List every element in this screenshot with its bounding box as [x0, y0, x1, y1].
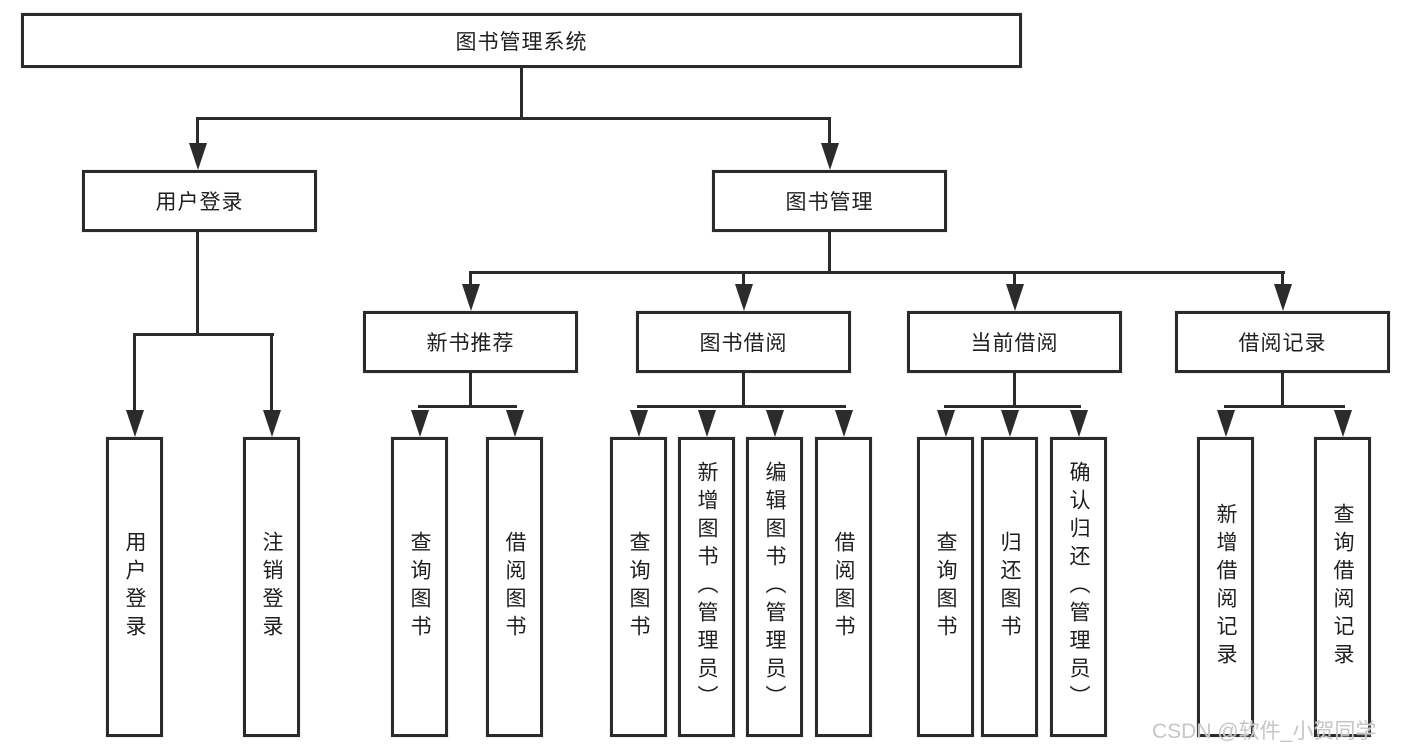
connector: [469, 271, 1285, 274]
connector: [1013, 373, 1016, 408]
leaf-add-books-admin: 新增图书（管理员）: [678, 437, 735, 737]
arrow-down-icon: [1274, 284, 1292, 311]
arrow-down-icon: [1006, 284, 1024, 311]
arrow-down-icon: [698, 410, 716, 437]
arrow-down-icon: [630, 410, 648, 437]
connector: [1281, 373, 1284, 408]
arrow-down-icon: [766, 410, 784, 437]
node-user-login: 用户登录: [82, 170, 317, 232]
node-current-borrow: 当前借阅: [907, 311, 1122, 373]
connector: [828, 117, 831, 147]
arrow-down-icon: [263, 410, 281, 437]
leaf-query-borrow-record: 查询借阅记录: [1314, 437, 1371, 737]
arrow-down-icon: [1001, 410, 1019, 437]
leaf-query-books-3: 查询图书: [917, 437, 974, 737]
connector: [1224, 405, 1345, 408]
arrow-down-icon: [735, 284, 753, 311]
node-new-book-recommend: 新书推荐: [363, 311, 578, 373]
connector: [1281, 271, 1284, 287]
arrow-down-icon: [835, 410, 853, 437]
connector: [469, 373, 472, 408]
connector: [742, 373, 745, 408]
arrow-down-icon: [411, 410, 429, 437]
leaf-return-books: 归还图书: [981, 437, 1038, 737]
leaf-borrow-books-1: 借阅图书: [486, 437, 543, 737]
connector: [270, 333, 273, 413]
connector: [196, 117, 199, 147]
arrow-down-icon: [821, 143, 839, 170]
node-library-system: 图书管理系统: [21, 13, 1022, 68]
connector: [637, 405, 846, 408]
leaf-query-books-2: 查询图书: [610, 437, 667, 737]
leaf-query-books-1: 查询图书: [391, 437, 448, 737]
connector: [133, 333, 136, 413]
connector: [418, 405, 517, 408]
arrow-down-icon: [1334, 410, 1352, 437]
leaf-borrow-books-2: 借阅图书: [815, 437, 872, 737]
arrow-down-icon: [937, 410, 955, 437]
leaf-confirm-return-admin: 确认归还（管理员）: [1050, 437, 1107, 737]
arrow-down-icon: [126, 410, 144, 437]
arrow-down-icon: [1217, 410, 1235, 437]
connector: [469, 271, 472, 287]
connector: [742, 271, 745, 287]
connector: [196, 117, 831, 120]
node-borrow-records: 借阅记录: [1175, 311, 1390, 373]
arrow-down-icon: [462, 284, 480, 311]
connector: [1013, 271, 1016, 287]
connector: [196, 232, 199, 335]
connector: [944, 405, 1081, 408]
leaf-user-logout: 注销登录: [243, 437, 300, 737]
arrow-down-icon: [189, 143, 207, 170]
csdn-watermark: CSDN @软件_小贺同学: [1152, 720, 1377, 743]
leaf-user-login: 用户登录: [106, 437, 163, 737]
arrow-down-icon: [1070, 410, 1088, 437]
connector: [520, 68, 523, 119]
leaf-edit-books-admin: 编辑图书（管理员）: [746, 437, 803, 737]
leaf-add-borrow-record: 新增借阅记录: [1197, 437, 1254, 737]
arrow-down-icon: [506, 410, 524, 437]
connector: [828, 232, 831, 274]
connector: [133, 333, 274, 336]
node-book-management: 图书管理: [712, 170, 947, 232]
node-book-borrow: 图书借阅: [636, 311, 851, 373]
